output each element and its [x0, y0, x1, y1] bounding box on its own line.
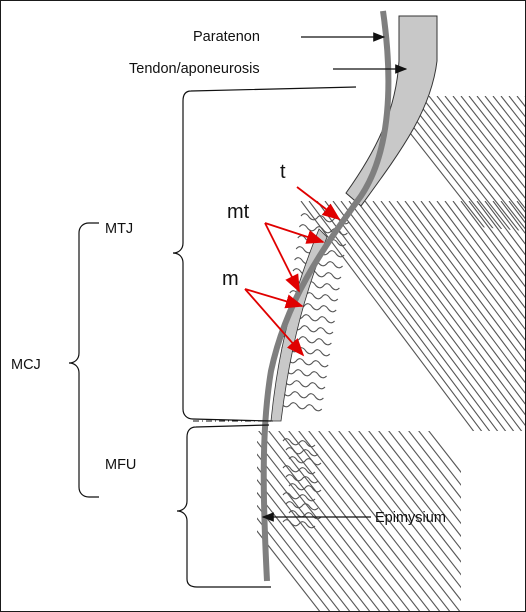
muscle-fiber-line — [413, 96, 523, 236]
muscle-fiber-line — [333, 201, 513, 441]
mfu-label: MFU — [105, 457, 136, 473]
muscle-fiber-line — [309, 201, 489, 441]
muscle-fiber-line — [493, 201, 525, 441]
m-label: m — [222, 268, 239, 290]
muscle-fiber-line — [221, 421, 371, 611]
mfu-region-brace — [177, 425, 271, 587]
muscle-fiber-line — [349, 201, 525, 441]
wavy-fiber — [286, 475, 318, 483]
muscle-fiber-line — [501, 96, 525, 236]
mt-label: mt — [227, 201, 250, 223]
muscle-fiber-line — [445, 201, 525, 441]
mtj-region-brace — [173, 87, 356, 421]
muscle-fiber-line — [325, 201, 505, 441]
mcj-region-brace — [69, 223, 99, 497]
paratenon-label: Paratenon — [193, 29, 260, 45]
muscle-fiber-line — [493, 96, 525, 236]
mtj-label: MTJ — [105, 221, 133, 237]
muscle-fiber-line — [405, 96, 515, 236]
muscle-fiber-line — [317, 201, 497, 441]
wavy-fiber — [286, 502, 318, 510]
muscle-fiber-line — [181, 421, 331, 611]
muscle-fibers-lower — [171, 421, 525, 611]
wavy-fiber — [293, 269, 341, 279]
tendon-aponeurosis-label: Tendon/aponeurosis — [129, 61, 260, 77]
tendon-aponeurosis-band — [346, 16, 437, 206]
muscle-fiber-line — [357, 201, 525, 441]
muscle-fiber-line — [365, 201, 525, 441]
t-label: t — [280, 161, 286, 183]
mcj-label: MCJ — [11, 357, 41, 373]
muscle-fiber-line — [413, 201, 525, 441]
muscle-fiber-line — [201, 421, 351, 611]
epimysium-label: Epimysium — [375, 510, 446, 526]
muscle-fiber-line — [341, 201, 521, 441]
